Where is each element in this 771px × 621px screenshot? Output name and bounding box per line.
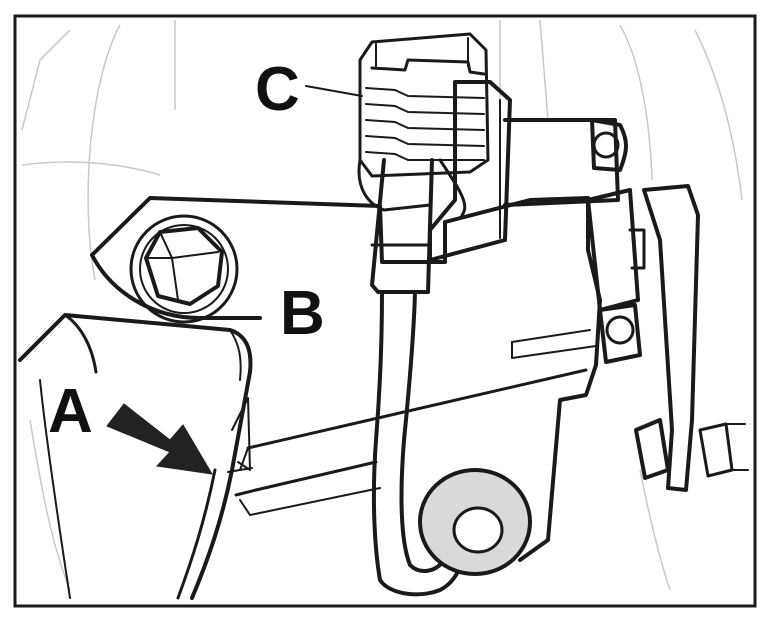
callout-arrow-a	[106, 403, 213, 475]
callout-label-c: C	[255, 55, 300, 124]
component-a-housing	[18, 313, 253, 600]
right-bracket-hardware	[586, 118, 749, 492]
background-detail-lines	[21, 19, 743, 591]
grommet	[418, 468, 532, 576]
callout-label-b: B	[280, 279, 325, 348]
bolt-head	[129, 214, 239, 324]
callout-leader-c	[305, 85, 363, 97]
component-c-connector	[357, 32, 620, 262]
callout-label-a: A	[48, 377, 93, 446]
figure-frame	[13, 14, 757, 608]
